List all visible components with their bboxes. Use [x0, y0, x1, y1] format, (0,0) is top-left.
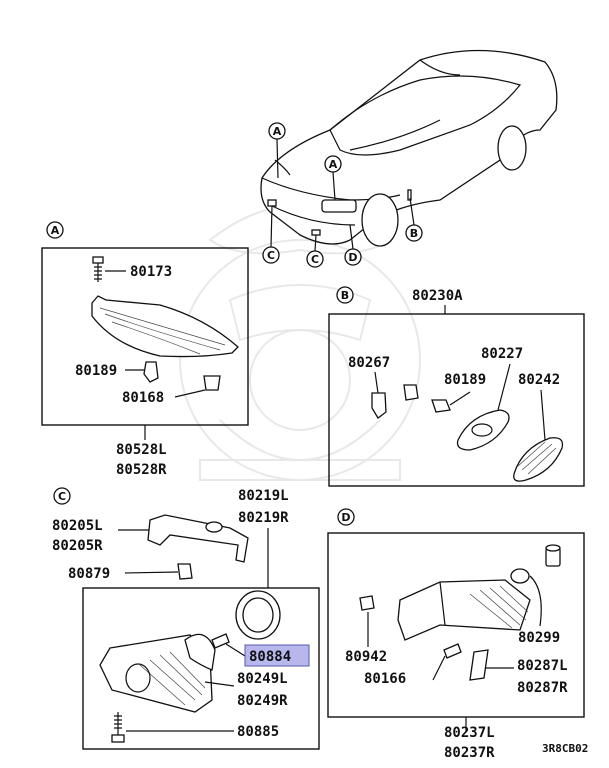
- socket-80189-a: [125, 361, 159, 383]
- part-80879-label: 80879: [68, 566, 110, 582]
- clip-80942: [359, 595, 375, 611]
- turn-lamp-80237: [397, 579, 531, 641]
- watermark-emblem: [179, 204, 421, 481]
- assembly-80230a-label: 80230A: [412, 288, 463, 304]
- part-80249l-label: 80249L: [237, 671, 288, 687]
- part-80227-label: 80227: [481, 346, 523, 362]
- clip-80879: [177, 563, 193, 580]
- bezel-ring-80219: [235, 590, 281, 640]
- section-c: C 80205L 80205R 80879 80219L 80219R: [52, 487, 320, 750]
- diagram-code: 3R8CB02: [542, 742, 588, 755]
- bulb-80299: [510, 544, 561, 627]
- part-80173-label: 80173: [130, 264, 172, 280]
- car-illustration: [260, 49, 558, 247]
- part-80189-label-a: 80189: [75, 363, 117, 379]
- part-80249r-label: 80249R: [237, 693, 288, 709]
- part-80267-label: 80267: [348, 355, 390, 371]
- assembly-80237l-label: 80237L: [444, 725, 495, 741]
- part-80168-label: 80168: [122, 390, 164, 406]
- gasket-80227: [456, 409, 510, 451]
- part-80942-label: 80942: [345, 649, 387, 665]
- section-b: B 80230A 80267 80227 80189 80242: [328, 286, 585, 487]
- bracket-80205: [147, 514, 249, 563]
- assembly-80237r-label: 80237R: [444, 745, 495, 761]
- section-b-marker: B: [341, 289, 349, 302]
- callout-a-1: A: [273, 125, 282, 138]
- side-marker-80242: [513, 437, 564, 482]
- reflector-80287: [469, 649, 489, 681]
- section-c-box: [82, 587, 320, 750]
- part-80219r-label: 80219R: [238, 510, 289, 526]
- section-b-box: [328, 313, 585, 487]
- part-80219l-label: 80219L: [238, 488, 289, 504]
- car-callouts: A A B C C D: [262, 122, 423, 268]
- section-a: A 80173 80189 80168 80528L 80528R: [41, 221, 249, 478]
- callout-c-1: C: [267, 249, 275, 262]
- part-80884-highlight[interactable]: [244, 644, 310, 667]
- grommet-80168: [174, 375, 221, 398]
- part-80166-label: 80166: [364, 671, 406, 687]
- section-d-box: [327, 532, 585, 718]
- part-80299-label: 80299: [518, 630, 560, 646]
- section-d: D 80299 80942 80166 80287L 80287: [327, 508, 585, 761]
- callout-a-2: A: [329, 158, 338, 171]
- section-a-marker: A: [51, 224, 60, 237]
- part-80205l-label: 80205L: [52, 518, 103, 534]
- assembly-80528r-label: 80528R: [116, 462, 167, 478]
- socket-80189-b: [431, 399, 451, 413]
- callout-b: B: [410, 227, 418, 240]
- corner-lens: [91, 295, 239, 358]
- part-80189-label-b: 80189: [444, 372, 486, 388]
- part-80205r-label: 80205R: [52, 538, 103, 554]
- section-c-marker: C: [58, 490, 66, 503]
- callout-c-2: C: [311, 253, 319, 266]
- part-80884-label[interactable]: 80884: [249, 649, 291, 665]
- bracket-80267: [371, 392, 387, 419]
- part-80242-label: 80242: [518, 372, 560, 388]
- part-80287r-label: 80287R: [517, 680, 568, 696]
- fog-lamp-80249: [99, 633, 216, 713]
- part-80287l-label: 80287L: [517, 658, 568, 674]
- screw-80885: [111, 712, 234, 743]
- callout-d: D: [348, 251, 357, 264]
- screw-80884: [211, 633, 246, 657]
- bolt-80173: [92, 256, 126, 282]
- clip-part-b: [403, 384, 419, 401]
- screw-80166: [432, 643, 462, 681]
- assembly-80528l-label: 80528L: [116, 442, 167, 458]
- section-d-marker: D: [341, 511, 350, 524]
- part-80885-label: 80885: [237, 724, 279, 740]
